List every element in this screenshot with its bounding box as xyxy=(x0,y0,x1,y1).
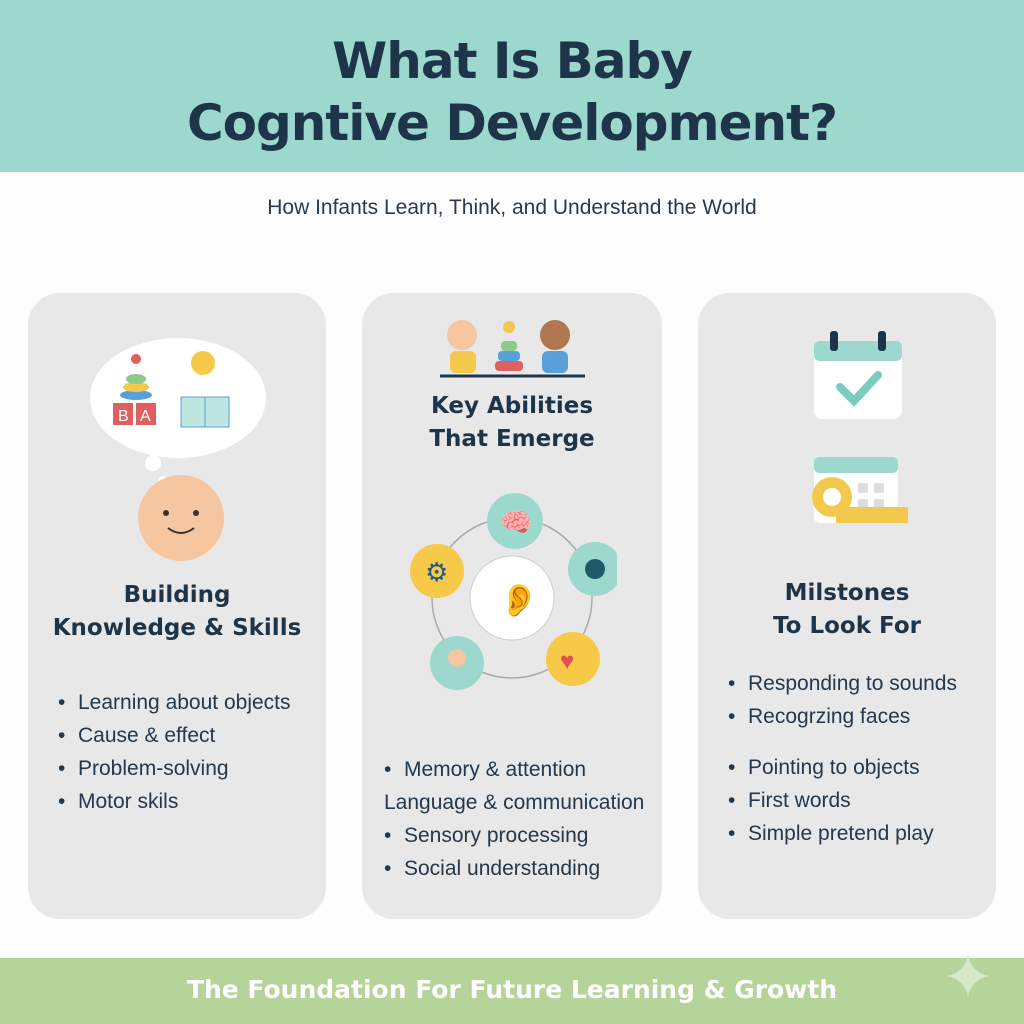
skills-list: •Learning about objects •Cause & effect … xyxy=(58,686,291,818)
card-heading: Milstones To Look For xyxy=(698,577,996,643)
footer-banner xyxy=(0,958,1024,1024)
svg-text:A: A xyxy=(140,408,151,425)
list-item: •Sensory processing xyxy=(384,824,589,847)
babies-playing-icon xyxy=(440,320,585,378)
abilities-list: •Memory & attention Language & communica… xyxy=(384,753,644,885)
page-title: What Is Baby Cogntive Development? xyxy=(0,30,1024,154)
heart-icon: ♥ xyxy=(560,648,574,675)
sparkle-icon xyxy=(946,954,990,998)
list-item: •Pointing to objects xyxy=(728,756,920,779)
card-heading: Key Abilities That Emerge xyxy=(362,390,662,456)
thought-bubble-icon: B A xyxy=(90,338,266,561)
ear-icon: 👂 xyxy=(499,582,539,618)
heading-line: Building xyxy=(123,582,231,608)
subtitle: How Infants Learn, Think, and Understand… xyxy=(267,196,757,219)
heading-line: Knowledge & Skills xyxy=(52,615,302,641)
list-item: •Recogrzing faces xyxy=(728,705,911,728)
list-item: •Simple pretend play xyxy=(728,822,934,845)
calendar-measuring-tape-icon xyxy=(812,457,908,523)
brain-icon: 🧠 xyxy=(500,507,532,537)
card-building-knowledge: B A Building Knowledge & Skills •Learnin… xyxy=(28,293,326,919)
card-milestones: Milstones To Look For •Responding to sou… xyxy=(698,293,996,919)
list-item: •Motor skils xyxy=(58,790,179,813)
baby-icon xyxy=(448,649,466,667)
heading-line: Milstones xyxy=(784,580,910,606)
calendar-check-icon xyxy=(814,331,902,419)
milestones-list: •Responding to sounds •Recogrzing faces … xyxy=(728,667,957,850)
heading-line: To Look For xyxy=(773,613,921,639)
title-line-1: What Is Baby xyxy=(332,32,693,90)
list-item: •Learning about objects xyxy=(58,691,291,714)
abilities-cycle-diagram: 👂 🧠 ♥ ⚙ xyxy=(410,493,617,690)
list-item: •Cause & effect xyxy=(58,724,216,747)
footer-text: The Foundation For Future Learning & Gro… xyxy=(186,975,838,1004)
svg-text:B: B xyxy=(118,408,129,425)
heading-line: That Emerge xyxy=(429,426,595,452)
eye-icon xyxy=(585,559,605,579)
gear-icon: ⚙ xyxy=(425,557,448,587)
list-item: •Social understanding xyxy=(384,857,601,880)
card-key-abilities: Key Abilities That Emerge 👂 🧠 ♥ ⚙ •Memor… xyxy=(362,293,662,919)
list-item: Language & communication xyxy=(384,791,645,814)
list-item: •Memory & attention xyxy=(384,758,587,781)
list-item: •First words xyxy=(728,789,851,812)
heading-line: Key Abilities xyxy=(430,393,594,419)
header-banner xyxy=(0,0,1024,172)
card-heading: Building Knowledge & Skills xyxy=(28,579,326,645)
title-line-2: Cogntive Development? xyxy=(186,94,838,152)
list-item: •Problem-solving xyxy=(58,757,229,780)
list-item: •Responding to sounds xyxy=(728,672,957,695)
